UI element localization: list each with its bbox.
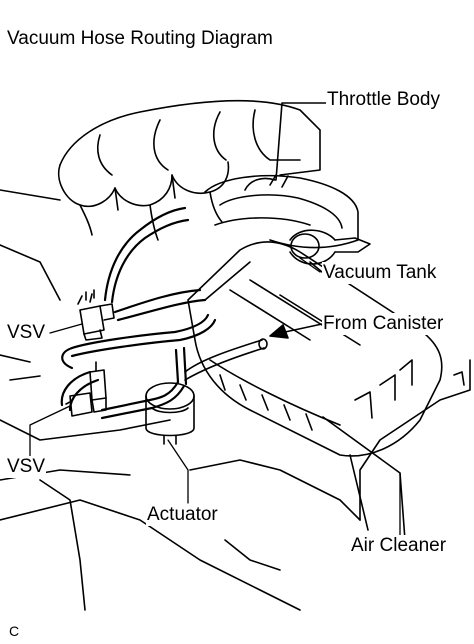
canister-hose	[184, 323, 323, 381]
label-throttle-body: Throttle Body	[326, 89, 441, 111]
intake-manifold	[58, 99, 321, 241]
vacuum-hoses	[60, 206, 217, 420]
diagram-title: Vacuum Hose Routing Diagram	[7, 28, 273, 49]
label-vsv-upper: VSV	[6, 322, 47, 344]
label-vsv-lower: VSV	[6, 456, 47, 478]
vacuum-tank	[289, 229, 371, 273]
actuator	[145, 382, 195, 445]
air-cleaner	[187, 241, 443, 541]
vsv-lower	[65, 361, 107, 417]
label-air-cleaner: Air Cleaner	[350, 535, 448, 557]
vsv-upper	[77, 289, 115, 341]
throttle-body	[204, 102, 359, 249]
label-vacuum-tank: Vacuum Tank	[322, 262, 438, 284]
label-from-canister: From Canister	[322, 313, 445, 335]
figure-code: C	[9, 623, 20, 639]
leader-lines	[29, 257, 401, 541]
label-actuator: Actuator	[146, 504, 219, 526]
